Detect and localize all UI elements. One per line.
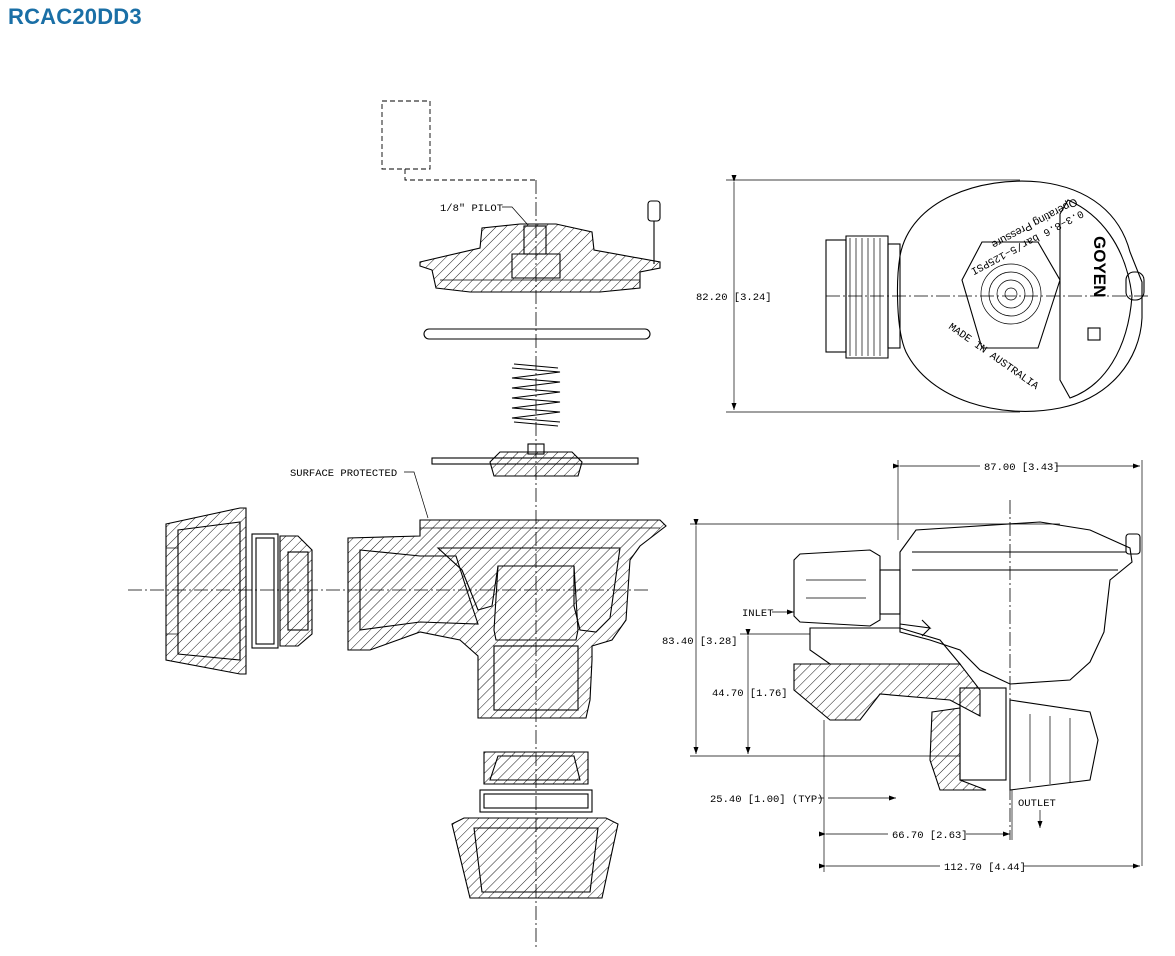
outlet-nut-side	[1009, 699, 1099, 791]
inlet-thread	[825, 235, 901, 359]
spring	[511, 363, 561, 427]
dim-width-top: 87.00 [3.43]	[984, 462, 1060, 474]
outlet-label: OUTLET	[1018, 798, 1056, 810]
pilot-label: 1/8" PILOT	[440, 203, 503, 215]
valve-body-side	[899, 521, 1133, 685]
inlet-nut-side	[793, 549, 881, 627]
o-ring	[423, 328, 651, 340]
dim-top-height: 82.20 [3.24]	[696, 292, 772, 304]
surface-protected-label: SURFACE PROTECTED	[290, 468, 397, 480]
hex-nut	[961, 241, 1061, 349]
dim-height-inlet: 44.70 [1.76]	[712, 688, 788, 700]
dim-outlet-offset: 66.70 [2.63]	[892, 830, 968, 842]
outlet-ferrule	[483, 751, 589, 785]
exploded-view: 1/8" PILOT SURFACE PROTECTED	[128, 100, 667, 950]
side-view: 87.00 [3.43] 83.40 [3.28] 44.70 [1.76] I…	[662, 460, 1143, 874]
valve-cover	[419, 200, 661, 293]
valve-body-top	[896, 180, 1143, 412]
pilot-placeholder	[381, 100, 431, 170]
inlet-label: INLET	[742, 608, 774, 620]
made-in-label: MADE IN AUSTRALIA	[946, 321, 1041, 393]
outlet-ring	[479, 789, 593, 813]
valve-body-section	[347, 519, 667, 719]
top-view: 82.20 [3.24] Operating Pressure 0.3–8.6 …	[696, 175, 1150, 413]
inlet-nut	[165, 507, 247, 675]
brand-logo: GOYEN	[1090, 236, 1109, 297]
diaphragm	[431, 443, 639, 477]
dim-height-total: 83.40 [3.28]	[662, 636, 738, 648]
dim-total-width: 112.70 [4.44]	[944, 862, 1026, 874]
drawing-title: RCAC20DD3	[8, 4, 142, 29]
inlet-ring	[251, 533, 279, 649]
dim-typ-offset: 25.40 [1.00] (TYP)	[710, 794, 823, 806]
outlet-nut	[451, 817, 619, 899]
